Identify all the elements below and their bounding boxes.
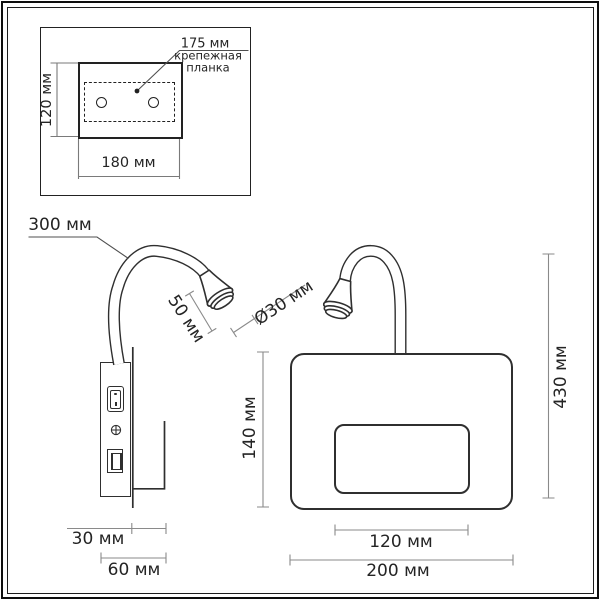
panel-width-label: 200 мм: [366, 561, 430, 581]
head-diameter-label: Ø30 мм: [250, 276, 318, 330]
side-bracket-line: [133, 421, 166, 490]
right-led-head: [322, 277, 353, 320]
plate-caption-line1: крепежная: [174, 48, 242, 63]
inset-width-label: 180 мм: [101, 155, 156, 171]
mounting-hole-left: [96, 97, 107, 108]
head-length-label: 50 мм: [163, 291, 209, 347]
panel-height-label: 140 мм: [240, 396, 260, 460]
width-label: 60 мм: [107, 560, 161, 580]
right-lamp-body: [290, 353, 513, 510]
switch-indicator-dash: [115, 401, 117, 406]
right-gooseneck-arm: [339, 244, 407, 353]
plate-caption: крепежная планка: [174, 48, 242, 75]
arm-length-label: 300 мм: [28, 215, 92, 235]
depth-label: 30 мм: [71, 529, 125, 549]
plate-width-label: 175 мм: [180, 36, 230, 52]
mounting-bracket-dashed-outline: [84, 82, 175, 122]
inset-height-label: 120 мм: [39, 72, 55, 128]
left-gooseneck-arm: [107, 244, 210, 366]
right-lamp-recess-panel: [334, 424, 470, 494]
usb-port: [107, 448, 123, 473]
plate-caption-line2: планка: [186, 61, 230, 75]
recess-width-label: 120 мм: [369, 532, 433, 552]
total-height-label: 430 мм: [551, 345, 571, 409]
left-led-head: [198, 269, 235, 311]
usb-port-socket: [110, 452, 122, 470]
mounting-hole-right: [147, 97, 159, 108]
rocker-switch: [106, 385, 124, 412]
rocker-switch-button: [110, 389, 121, 409]
leader-300mm: [28, 236, 129, 259]
switch-indicator-dot: [114, 392, 117, 395]
wall-panel-front-view: [100, 362, 131, 497]
